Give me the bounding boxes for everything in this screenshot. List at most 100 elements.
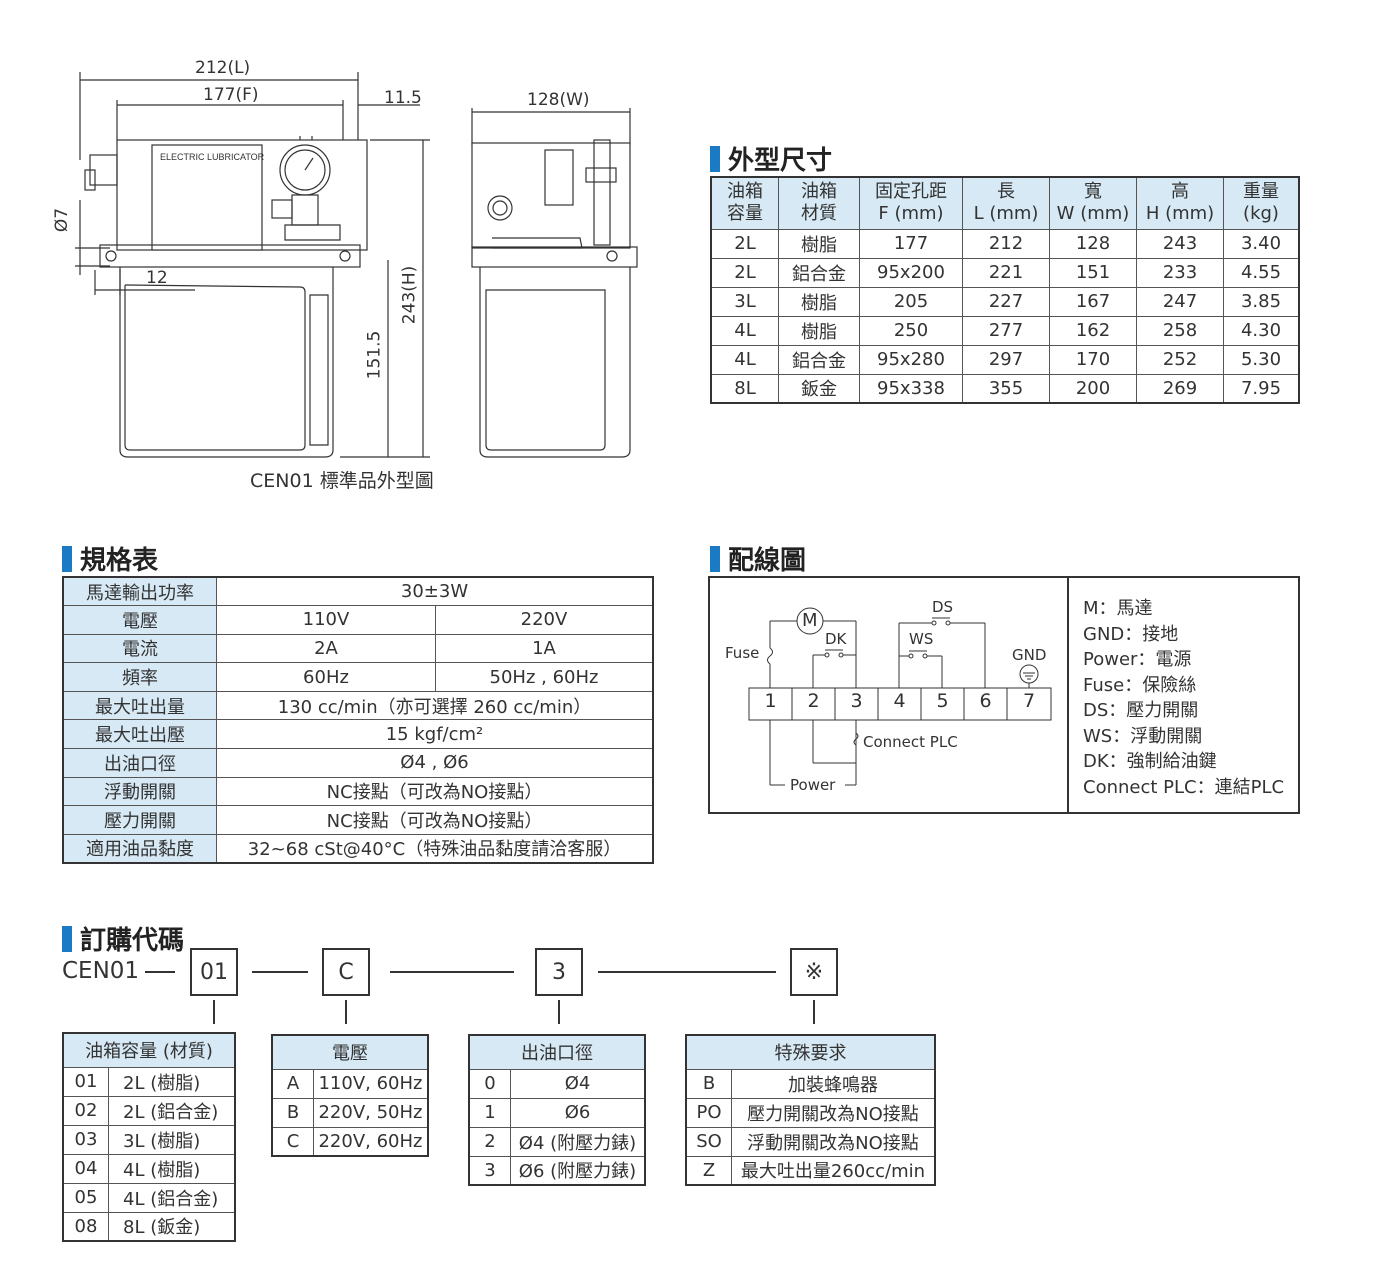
wiring-legend: M：馬達 GND：接地 Power：電源 Fuse：保險絲 DS：壓力開關 WS… xyxy=(1083,596,1284,800)
legend-item: Power：電源 xyxy=(1083,649,1192,670)
table-cell: 170 xyxy=(1049,344,1137,375)
header-capacity: 油箱容量 xyxy=(710,176,779,230)
table-cell: Ø4 (附壓力錶) xyxy=(510,1126,646,1157)
drawing-caption: CEN01 標準品外型圖 xyxy=(250,470,434,492)
table-cell: 221 xyxy=(962,257,1050,288)
table-cell: 2L (樹脂) xyxy=(108,1066,236,1097)
table-cell: 1 xyxy=(468,1097,511,1128)
table-cell: 243 xyxy=(1136,228,1224,259)
table-cell: 3 xyxy=(468,1155,511,1186)
legend-item: M：馬達 xyxy=(1083,598,1153,619)
table-cell: Ø4 xyxy=(510,1068,646,1099)
table-cell: 258 xyxy=(1136,315,1224,346)
table-cell: 2L xyxy=(710,257,779,288)
table-cell: 馬達輸出功率 xyxy=(62,576,217,607)
dim-offset: 11.5 xyxy=(384,88,422,108)
table-cell: 269 xyxy=(1136,373,1224,404)
table-cell: 95x280 xyxy=(859,344,963,375)
legend-item: GND：接地 xyxy=(1083,623,1179,645)
table-cell: PO xyxy=(685,1097,732,1128)
table-cell: 樹脂 xyxy=(778,315,860,346)
table-cell: 277 xyxy=(962,315,1050,346)
table-header-row: 電壓 xyxy=(271,1034,429,1070)
table-cell: 3L xyxy=(710,286,779,317)
table-cell: 8L (鈑金) xyxy=(108,1211,236,1242)
table-cell: 最大吐出量260cc/min xyxy=(731,1155,936,1186)
table-cell: 128 xyxy=(1049,228,1137,259)
table-cell: NC接點（可改為NO接點） xyxy=(216,776,654,807)
table-cell: 355 xyxy=(962,373,1050,404)
connector-line xyxy=(813,1000,815,1024)
table-cell: 4L xyxy=(710,315,779,346)
ws-label: WS xyxy=(909,630,934,648)
table-cell: 95x338 xyxy=(859,373,963,404)
table-cell: 03 xyxy=(62,1124,109,1155)
table-cell: 加裝蜂鳴器 xyxy=(731,1068,936,1099)
table-cell: 60Hz xyxy=(216,662,436,692)
table-cell: 4L (樹脂) xyxy=(108,1153,236,1184)
table-cell: 最大吐出壓 xyxy=(62,719,217,750)
dim-h: 243(H) xyxy=(399,265,420,325)
table-cell: 50Hz , 60Hz xyxy=(435,662,654,692)
table-cell: 浮動開關 xyxy=(62,776,217,807)
table-cell: 最大吐出量 xyxy=(62,690,217,721)
connector-line xyxy=(390,971,514,973)
connector-line xyxy=(558,1000,560,1024)
table-cell: 02 xyxy=(62,1095,109,1126)
title-bar-icon xyxy=(710,145,720,172)
table-cell: 0 xyxy=(468,1068,511,1099)
table-cell: 205 xyxy=(859,286,963,317)
legend-item: Fuse：保險絲 xyxy=(1083,674,1197,696)
table-cell: 162 xyxy=(1049,315,1137,346)
product-label: ELECTRIC LUBRICATOR xyxy=(160,152,265,162)
legend-item: WS：浮動開關 xyxy=(1083,725,1203,747)
table-cell: 167 xyxy=(1049,286,1137,317)
table-cell: C xyxy=(271,1126,314,1157)
motor-label: M xyxy=(802,610,818,631)
table-cell: 出油口徑 xyxy=(62,748,217,778)
table-cell: 頻率 xyxy=(62,662,217,692)
table-cell: 樹脂 xyxy=(778,228,860,259)
table-cell: A xyxy=(271,1068,314,1099)
dim-f: 177(F) xyxy=(203,85,259,105)
table-cell: 4.55 xyxy=(1223,257,1300,288)
title-bar-icon xyxy=(62,925,72,952)
table-cell: B xyxy=(271,1097,314,1128)
table-cell: 220V xyxy=(435,605,654,635)
terminal-7: 7 xyxy=(1022,690,1036,712)
dim-phi: Ø7 xyxy=(52,207,73,233)
table-cell: 220V, 60Hz xyxy=(313,1126,429,1157)
table-cell: 110V, 60Hz xyxy=(313,1068,429,1099)
table-cell: 樹脂 xyxy=(778,286,860,317)
terminal-3: 3 xyxy=(850,690,863,712)
table-cell: 2L xyxy=(710,228,779,259)
code-box-voltage: C xyxy=(322,948,370,996)
table-cell: 電壓 xyxy=(271,1034,429,1070)
table-cell: 08 xyxy=(62,1211,109,1242)
table-cell: 177 xyxy=(859,228,963,259)
table-cell: 227 xyxy=(962,286,1050,317)
table-cell: 151 xyxy=(1049,257,1137,288)
power-label: Power xyxy=(790,776,836,794)
